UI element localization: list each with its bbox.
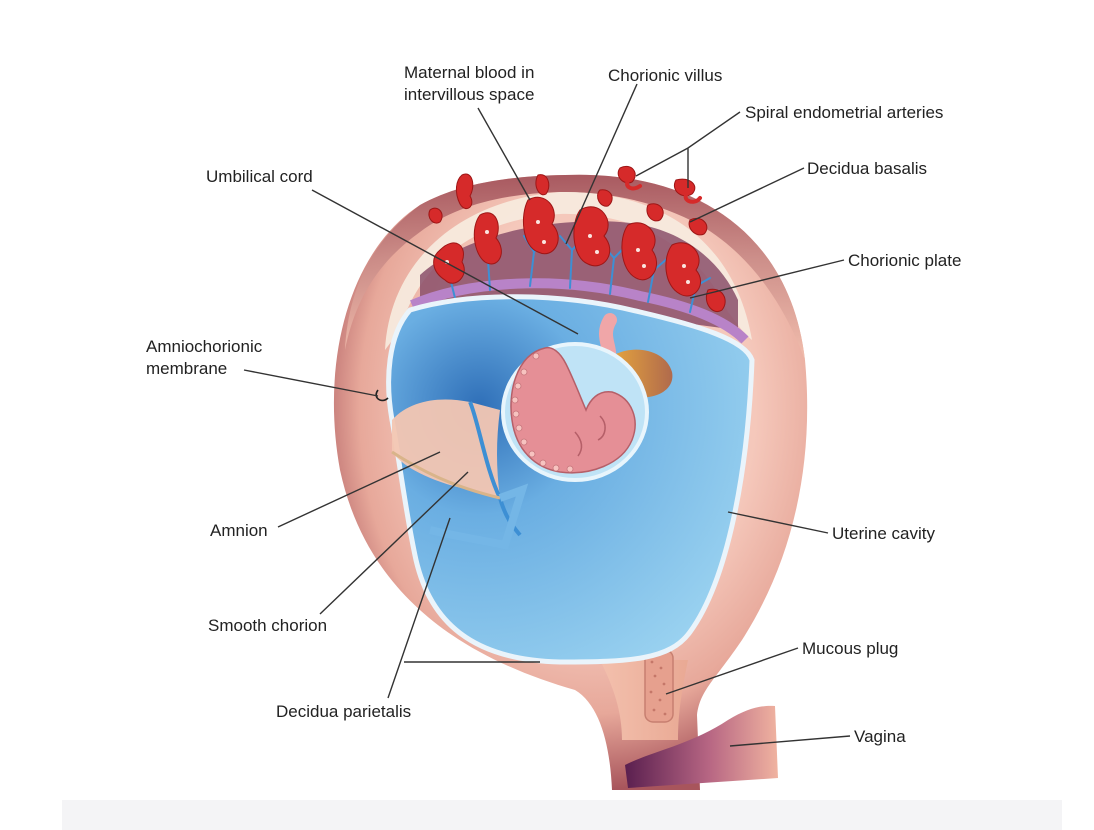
label-spiral-arteries: Spiral endometrial arteries <box>745 103 943 122</box>
leader-vagina <box>729 735 851 747</box>
label-smooth-chorion: Smooth chorion <box>208 616 327 635</box>
embryo <box>510 346 636 474</box>
leader-decidua-parietalis <box>387 517 540 699</box>
leader-lines <box>243 83 851 747</box>
chorionic-plate <box>410 278 749 344</box>
label-decidua-basalis: Decidua basalis <box>807 159 927 178</box>
label-maternal-blood-line2: intervillous space <box>404 85 534 104</box>
leader-chorionic-plate <box>689 259 845 299</box>
footer-band <box>62 800 1062 830</box>
label-maternal-blood-line1: Maternal blood in <box>404 63 534 82</box>
label-chorionic-villus: Chorionic villus <box>608 66 722 85</box>
leader-amniochorionic <box>243 369 379 397</box>
label-amnion: Amnion <box>210 521 268 540</box>
label-chorionic-plate: Chorionic plate <box>848 251 961 270</box>
vagina <box>625 705 778 788</box>
leader-maternal-blood <box>477 107 531 201</box>
leader-amnion <box>277 451 441 528</box>
leader-chorionic-villus <box>565 83 638 245</box>
leader-uterine-cavity <box>727 511 829 534</box>
leader-mucous-plug <box>665 647 799 695</box>
leader-umbilical-cord <box>311 189 579 335</box>
label-amniochorionic-line2: membrane <box>146 359 227 378</box>
amniochorionic-marker <box>375 389 389 402</box>
label-uterine-cavity: Uterine cavity <box>832 524 935 543</box>
leader-spiral-arteries <box>635 111 741 188</box>
cervix <box>600 649 688 740</box>
label-mucous-plug: Mucous plug <box>802 639 898 658</box>
spiral-arteries <box>625 176 702 204</box>
labels: Maternal blood in intervillous space Cho… <box>146 63 961 746</box>
leader-smooth-chorion <box>319 471 469 615</box>
label-umbilical-cord: Umbilical cord <box>206 167 313 186</box>
label-vagina: Vagina <box>854 727 906 746</box>
mucous-plug <box>644 649 674 723</box>
label-decidua-parietalis: Decidua parietalis <box>276 702 411 721</box>
leader-decidua-basalis <box>689 167 805 223</box>
membrane-cutaway <box>391 399 529 550</box>
label-amniochorionic-line1: Amniochorionic <box>146 337 263 356</box>
